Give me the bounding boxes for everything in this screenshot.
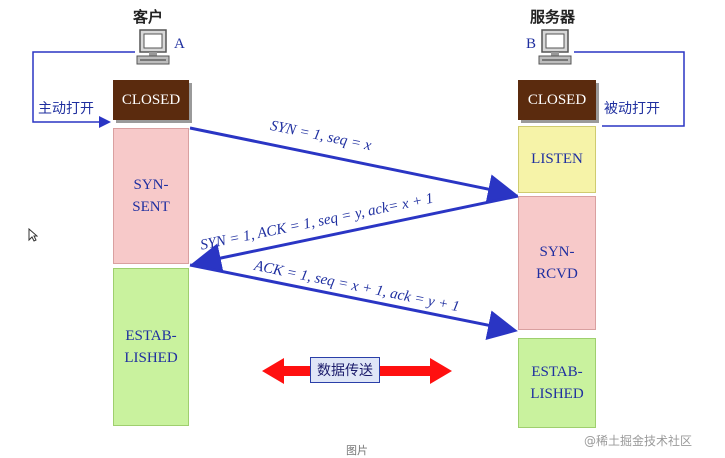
passive-open-label: 被动打开 <box>604 101 660 117</box>
client-state-syn-sent: SYN- SENT <box>113 128 189 264</box>
server-state-syn-rcvd: SYN- RCVD <box>518 196 596 330</box>
data-transfer-label: 数据传送 <box>310 357 380 383</box>
server-state-established: ESTAB- LISHED <box>518 338 596 428</box>
figure-caption: 图片 <box>346 444 368 457</box>
server-title: 服务器 <box>530 8 576 26</box>
mouse-cursor-icon <box>28 228 38 242</box>
server-computer-icon <box>538 29 572 65</box>
client-state-closed: CLOSED <box>113 80 189 120</box>
syn-arrow <box>189 126 518 204</box>
server-state-closed: CLOSED <box>518 80 596 120</box>
client-computer-icon <box>136 29 170 65</box>
syn-ack-arrow <box>191 194 519 273</box>
ack-arrow <box>189 263 518 340</box>
server-letter: B <box>526 36 537 52</box>
watermark: @稀土掘金技术社区 <box>584 434 693 448</box>
client-letter: A <box>174 36 185 52</box>
active-open-label: 主动打开 <box>38 101 94 117</box>
client-title: 客户 <box>133 8 164 26</box>
client-state-established: ESTAB- LISHED <box>113 268 189 426</box>
server-state-listen: LISTEN <box>518 126 596 193</box>
